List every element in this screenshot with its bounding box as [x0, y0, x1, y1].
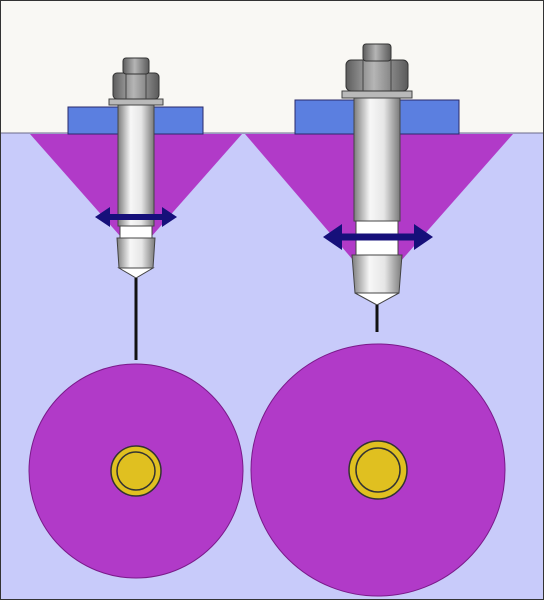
washer-small — [108, 98, 164, 106]
anchor-core-large — [355, 447, 401, 493]
anchor-bolt-large — [353, 96, 401, 222]
anchor-ring-small — [110, 445, 162, 497]
bolt-thread-top-large — [362, 43, 392, 62]
anchor-large — [245, 43, 513, 597]
anchor-core-small — [116, 451, 156, 491]
double-arrow-icon — [323, 224, 433, 250]
washer-large — [341, 90, 413, 99]
hex-nut-icon — [112, 72, 160, 100]
hex-nut-icon — [345, 59, 409, 92]
expansion-wedge-large — [351, 254, 403, 294]
expansion-wedge-small — [116, 237, 156, 269]
sleeve-small — [119, 225, 153, 239]
bolt-thread-top-small — [122, 57, 150, 75]
anchor-tip-small — [117, 267, 155, 279]
double-arrow-icon — [95, 207, 177, 227]
anchor-bolt-small — [117, 103, 155, 227]
anchor-tip-large — [354, 292, 400, 306]
anchor-small — [28, 57, 244, 579]
anchor-ring-large — [348, 440, 408, 500]
